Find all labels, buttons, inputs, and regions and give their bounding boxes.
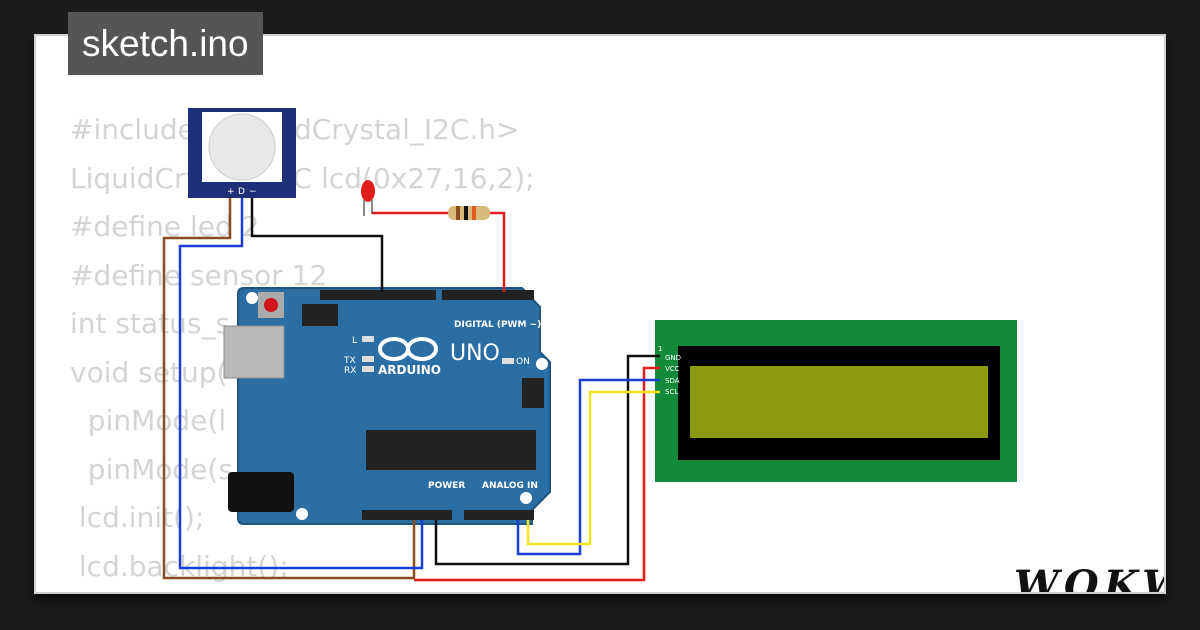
- l-led: [362, 336, 374, 342]
- mount-hole: [520, 492, 532, 504]
- wokwi-logo: WOKWi: [1014, 562, 1164, 594]
- analog-header: [464, 510, 534, 520]
- code-background: #include <LiquidCrystal_I2C.h>LiquidCrys…: [70, 106, 535, 592]
- tx-led: [362, 356, 374, 362]
- code-line: void setup(: [70, 355, 228, 389]
- analog-label: ANALOG IN: [482, 481, 538, 491]
- arduino-uno-board[interactable]: DIGITAL (PWM ~) UNO ARDUINO ON L TX RX P…: [223, 287, 551, 525]
- digital-header-right: [442, 290, 534, 300]
- pir-pin-minus: −: [249, 187, 257, 197]
- power-header: [362, 510, 452, 520]
- code-line: int status_s: [70, 307, 231, 340]
- power-label: POWER: [428, 481, 465, 491]
- lcd-pin-vcc: VCC: [665, 365, 680, 373]
- board-model: UNO: [450, 341, 500, 366]
- pir-motion-sensor[interactable]: + D −: [188, 108, 296, 198]
- code-line: pinMode(s: [70, 452, 233, 486]
- file-tab-title[interactable]: sketch.ino: [68, 12, 263, 75]
- preview-card: #include <LiquidCrystal_I2C.h>LiquidCrys…: [34, 34, 1166, 594]
- lcd-screen: [690, 366, 988, 438]
- wire-pir-out: [178, 198, 424, 570]
- icsp-header: [522, 378, 544, 408]
- l-label: L: [352, 336, 357, 346]
- on-label: ON: [516, 357, 530, 367]
- wires: [162, 198, 660, 582]
- power-jack: [228, 472, 294, 512]
- mount-hole: [536, 358, 548, 370]
- pir-pin-plus: +: [227, 187, 235, 197]
- wire-lcd-sda: [516, 378, 660, 556]
- wire-lcd-vcc: [414, 366, 660, 582]
- rx-led: [362, 366, 374, 372]
- circuit-diagram: DIGITAL (PWM ~) UNO ARDUINO ON L TX RX P…: [162, 108, 1017, 582]
- digital-label: DIGITAL (PWM ~): [454, 320, 541, 330]
- wire-resistor-pin2: [490, 211, 506, 292]
- code-line: #define sensor 12: [70, 258, 328, 292]
- digital-header-left: [320, 290, 436, 300]
- lcd-pin-scl: SCL: [665, 388, 678, 396]
- code-line: lcd.init();: [70, 501, 205, 534]
- tx-label: TX: [343, 356, 356, 366]
- arduino-logo: [378, 337, 438, 361]
- lcd-display[interactable]: 1 GND VCC SDA SCL: [655, 320, 1017, 482]
- reset-button-cap[interactable]: [264, 298, 278, 312]
- microcontroller-chip: [366, 430, 536, 470]
- pir-dome: [208, 113, 276, 181]
- usb-port: [223, 325, 285, 379]
- board-brand: ARDUINO: [378, 363, 441, 377]
- red-led[interactable]: [361, 180, 375, 216]
- code-line: pinMode(l: [70, 404, 227, 437]
- icsp-header: [302, 304, 338, 326]
- lcd-pin-sda: SDA: [665, 377, 680, 385]
- code-line: #define led 2: [70, 210, 260, 243]
- mount-hole: [296, 508, 308, 520]
- wire-lcd-gnd: [434, 354, 660, 566]
- wire-pir-gnd: [250, 198, 384, 292]
- lcd-pin-gnd: GND: [665, 354, 681, 362]
- on-led: [502, 358, 514, 364]
- pir-pin-d: D: [238, 187, 245, 197]
- wire-lcd-scl: [526, 390, 660, 546]
- rx-label: RX: [344, 366, 356, 376]
- mount-hole: [246, 292, 258, 304]
- lcd-pin-one: 1: [658, 345, 662, 353]
